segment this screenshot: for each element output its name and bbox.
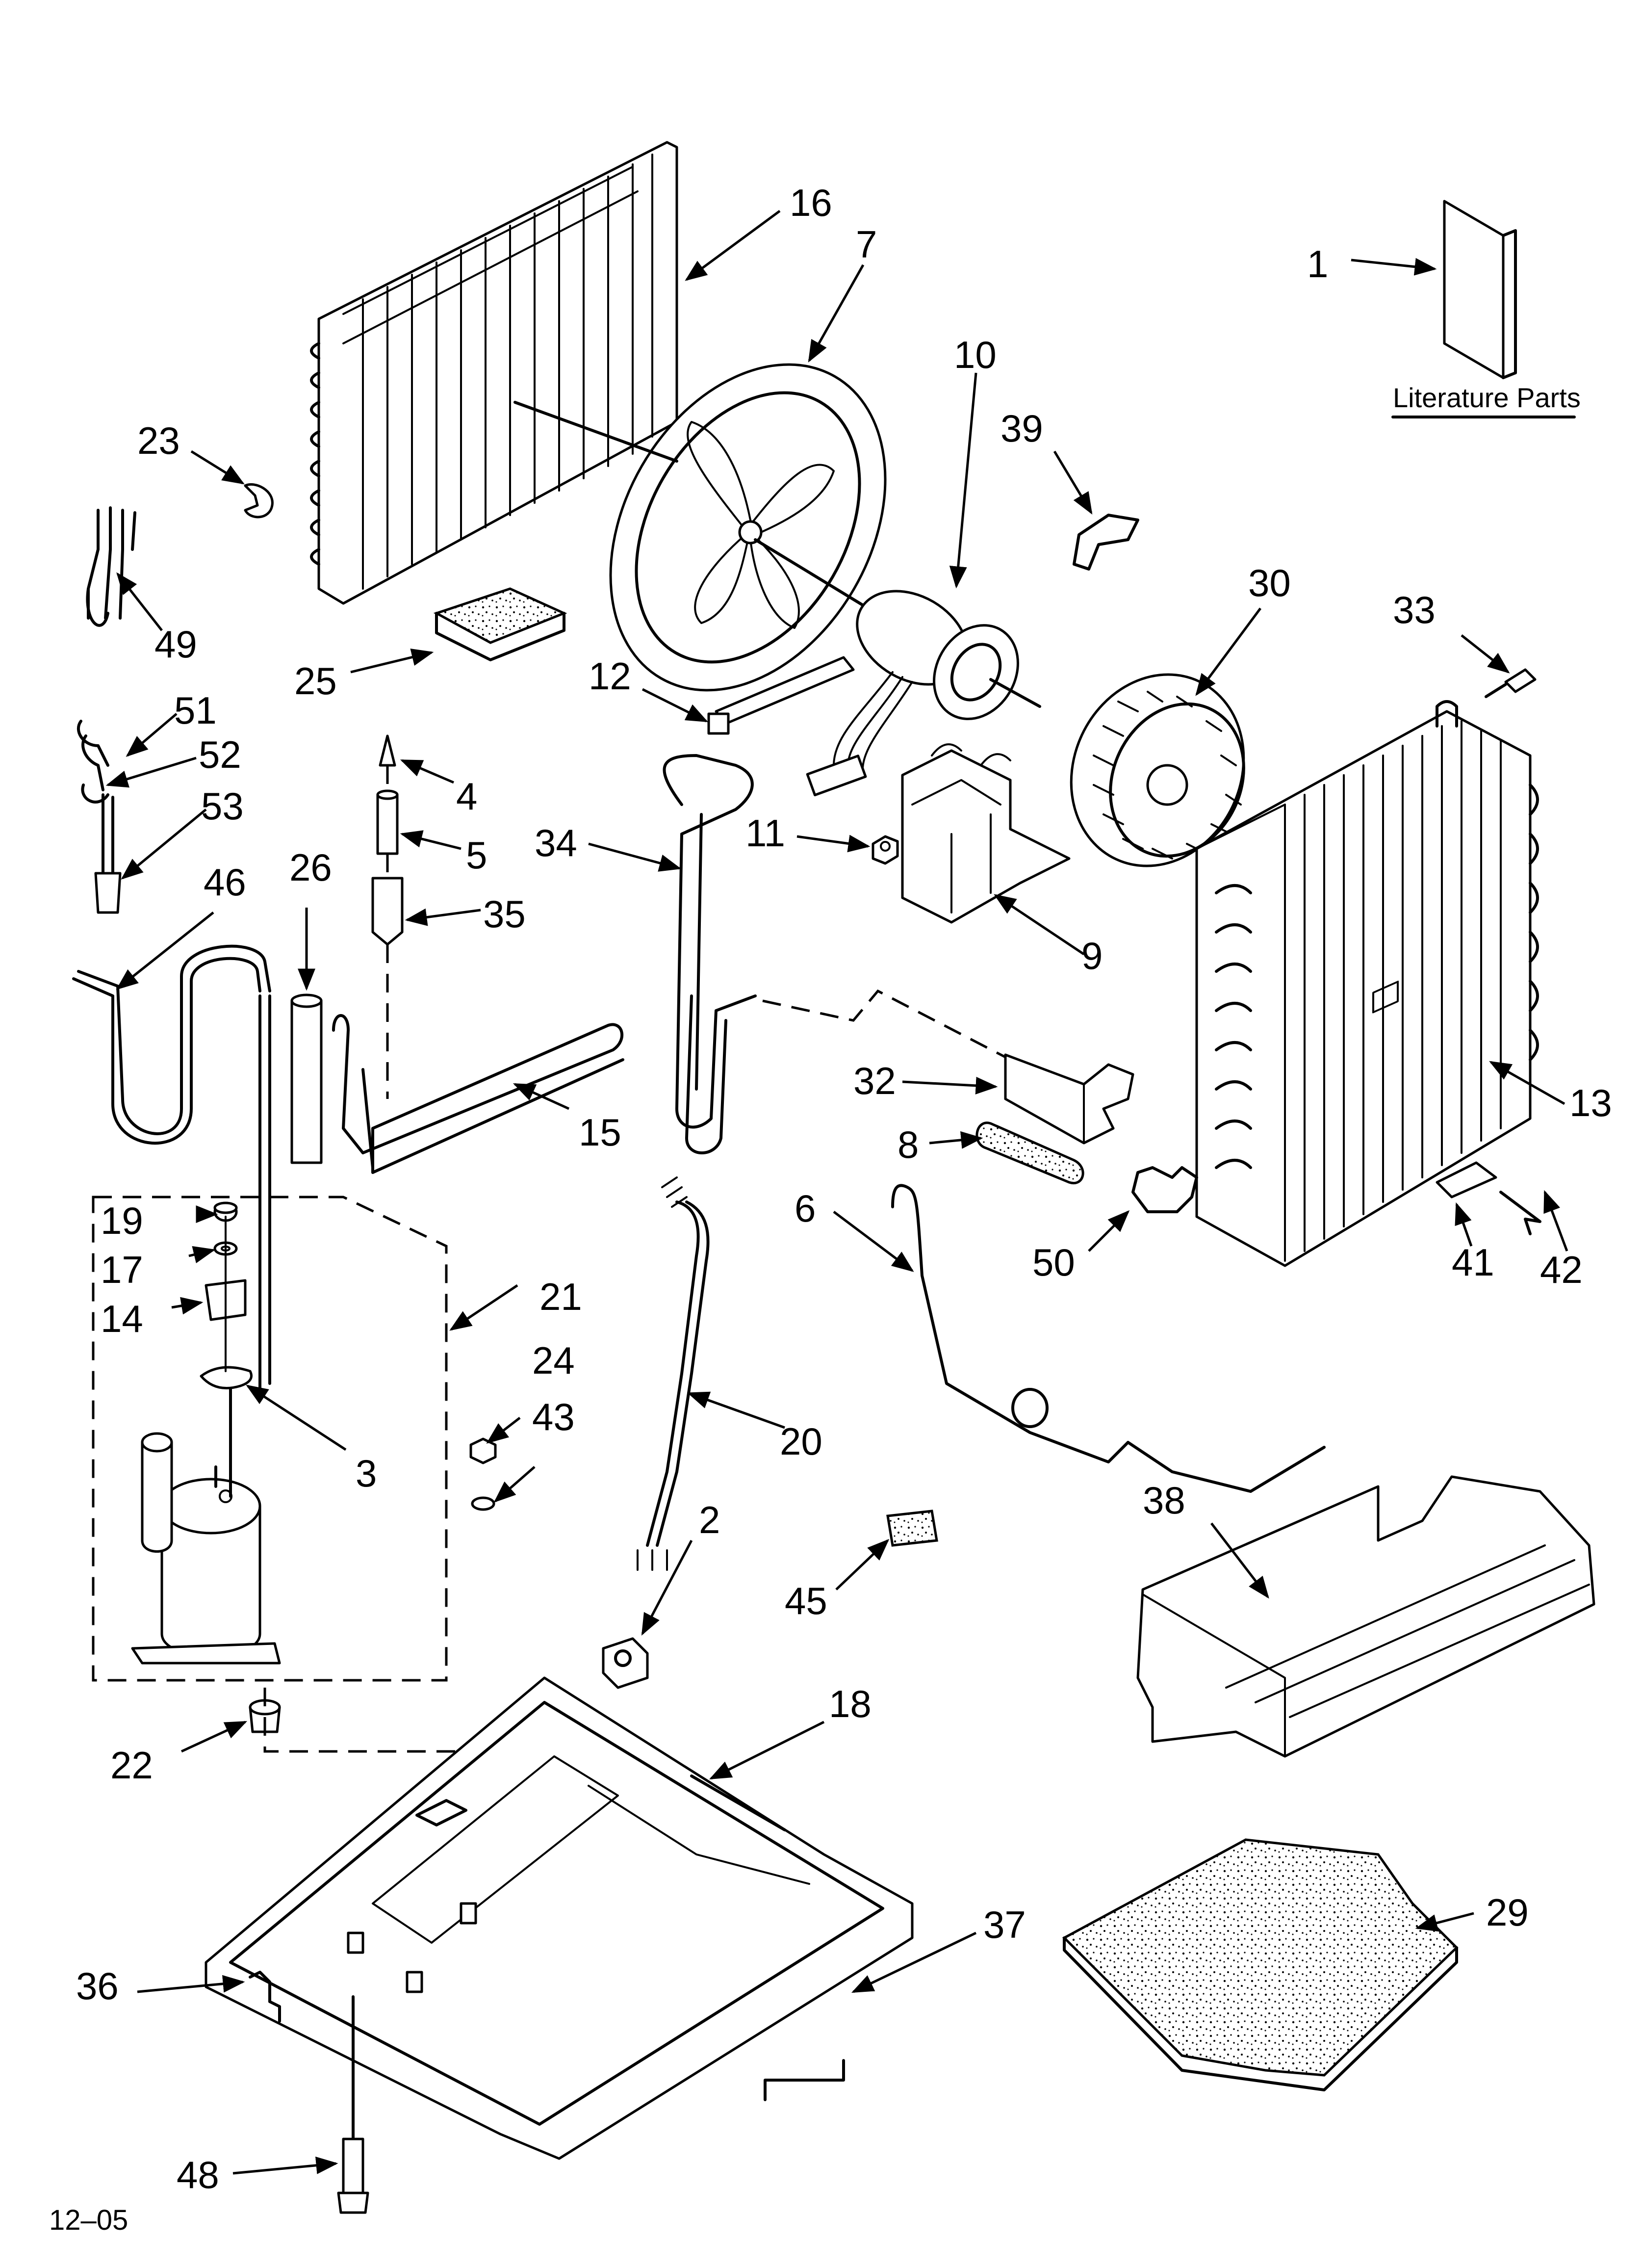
cable-tie	[707, 656, 855, 735]
insulation-tube-26	[290, 993, 323, 1164]
callout-48: 48	[177, 2153, 219, 2196]
drain-tube	[663, 754, 757, 1154]
literature-parts-label: Literature Parts	[1393, 382, 1581, 413]
callout-41: 41	[1452, 1241, 1494, 1284]
foam-block-25	[433, 587, 567, 661]
power-cord	[637, 1176, 710, 1571]
callout-32: 32	[853, 1059, 896, 1102]
evaporator-coil	[1195, 700, 1539, 1267]
coil-clip-23	[244, 483, 274, 519]
clip-36	[249, 1971, 281, 2023]
callout-35: 35	[483, 892, 526, 936]
callout-13: 13	[1569, 1081, 1612, 1124]
callout-50: 50	[1032, 1241, 1075, 1284]
callout-51: 51	[174, 689, 217, 732]
callout-46: 46	[204, 860, 246, 904]
washer-43	[471, 1496, 495, 1511]
base-pan	[205, 1676, 914, 2160]
callout-30: 30	[1248, 561, 1291, 604]
callout-39: 39	[1001, 407, 1043, 450]
valve-cap-4	[379, 734, 396, 767]
callout-21: 21	[539, 1275, 582, 1318]
bracket-37	[764, 2059, 845, 2101]
callout-3: 3	[356, 1452, 377, 1495]
access-valve-35	[371, 877, 404, 946]
callout-6: 6	[795, 1187, 816, 1230]
callout-38: 38	[1143, 1479, 1185, 1522]
callout-23: 23	[137, 419, 180, 462]
thermostat-relay-2	[602, 1637, 649, 1689]
literature-parts-booklet	[1351, 200, 1517, 379]
callout-25: 25	[294, 659, 337, 703]
callout-4: 4	[456, 775, 477, 818]
copper-tube-fitting	[1131, 1166, 1198, 1213]
blower-wheel	[1070, 673, 1245, 867]
condenser-coil	[310, 141, 678, 605]
callout-26: 26	[289, 846, 332, 889]
callout-45: 45	[785, 1579, 827, 1622]
leveling-leg-48	[337, 1995, 369, 2214]
wire-harness-49	[86, 506, 136, 627]
suction-line	[72, 944, 271, 1395]
callout-52: 52	[199, 733, 241, 776]
sleeve-5	[376, 789, 399, 855]
callout-49: 49	[154, 623, 197, 666]
callout-9: 9	[1081, 934, 1103, 977]
motor-mount	[901, 743, 1071, 924]
callout-10: 10	[954, 333, 997, 376]
callout-33: 33	[1393, 588, 1436, 631]
motor-clip	[1073, 514, 1139, 571]
callout-1: 1	[1307, 242, 1328, 286]
compressor-group-outline	[92, 1196, 448, 1682]
callout-11: 11	[745, 811, 785, 855]
callout-36: 36	[76, 1964, 119, 2007]
callout-53: 53	[201, 784, 244, 828]
callout-2: 2	[699, 1498, 720, 1541]
callout-22: 22	[110, 1744, 153, 1787]
heater-tube-assembly	[1004, 1053, 1134, 1145]
drain-tray	[1136, 980, 1595, 1758]
bracket	[1436, 1161, 1541, 1235]
wire-rod	[891, 1184, 1326, 1493]
callout-34: 34	[535, 821, 577, 864]
cap-tube-assembly	[77, 720, 122, 914]
callout-24: 24	[532, 1339, 575, 1382]
callout-7: 7	[856, 223, 877, 266]
insulation-sleeve	[975, 1121, 1084, 1185]
hex-nut	[872, 835, 899, 865]
terminal-plate-3	[200, 1366, 253, 1389]
callout-19: 19	[101, 1199, 143, 1242]
foam-filter	[1062, 1838, 1459, 2091]
callout-20: 20	[780, 1420, 822, 1463]
callout-15: 15	[579, 1111, 621, 1154]
connection-line	[762, 989, 1011, 1061]
callout-14: 14	[101, 1297, 143, 1340]
footer-code: 12–05	[49, 2204, 128, 2236]
callout-29: 29	[1486, 1891, 1529, 1934]
capillary-tube	[332, 1014, 624, 1174]
fan-motor	[754, 538, 1041, 797]
callout-numbers: 1 16 7 10 39 30 33 23 49 25 12 51 52 53 …	[76, 181, 1612, 2196]
callout-16: 16	[790, 181, 832, 224]
compressor	[131, 1387, 281, 1665]
callout-17: 17	[101, 1248, 143, 1291]
nut-24	[469, 1437, 497, 1464]
foam-pad-45	[886, 1510, 938, 1547]
callout-8: 8	[898, 1123, 919, 1166]
screw	[1485, 668, 1537, 698]
callout-5: 5	[466, 834, 487, 877]
callout-43: 43	[532, 1395, 575, 1438]
callout-42: 42	[1540, 1248, 1583, 1291]
callout-37: 37	[983, 1903, 1026, 1946]
callout-18: 18	[829, 1682, 872, 1725]
callout-12: 12	[589, 654, 631, 698]
condenser-fan-blade	[513, 363, 887, 692]
grommet-19	[213, 1201, 238, 1222]
